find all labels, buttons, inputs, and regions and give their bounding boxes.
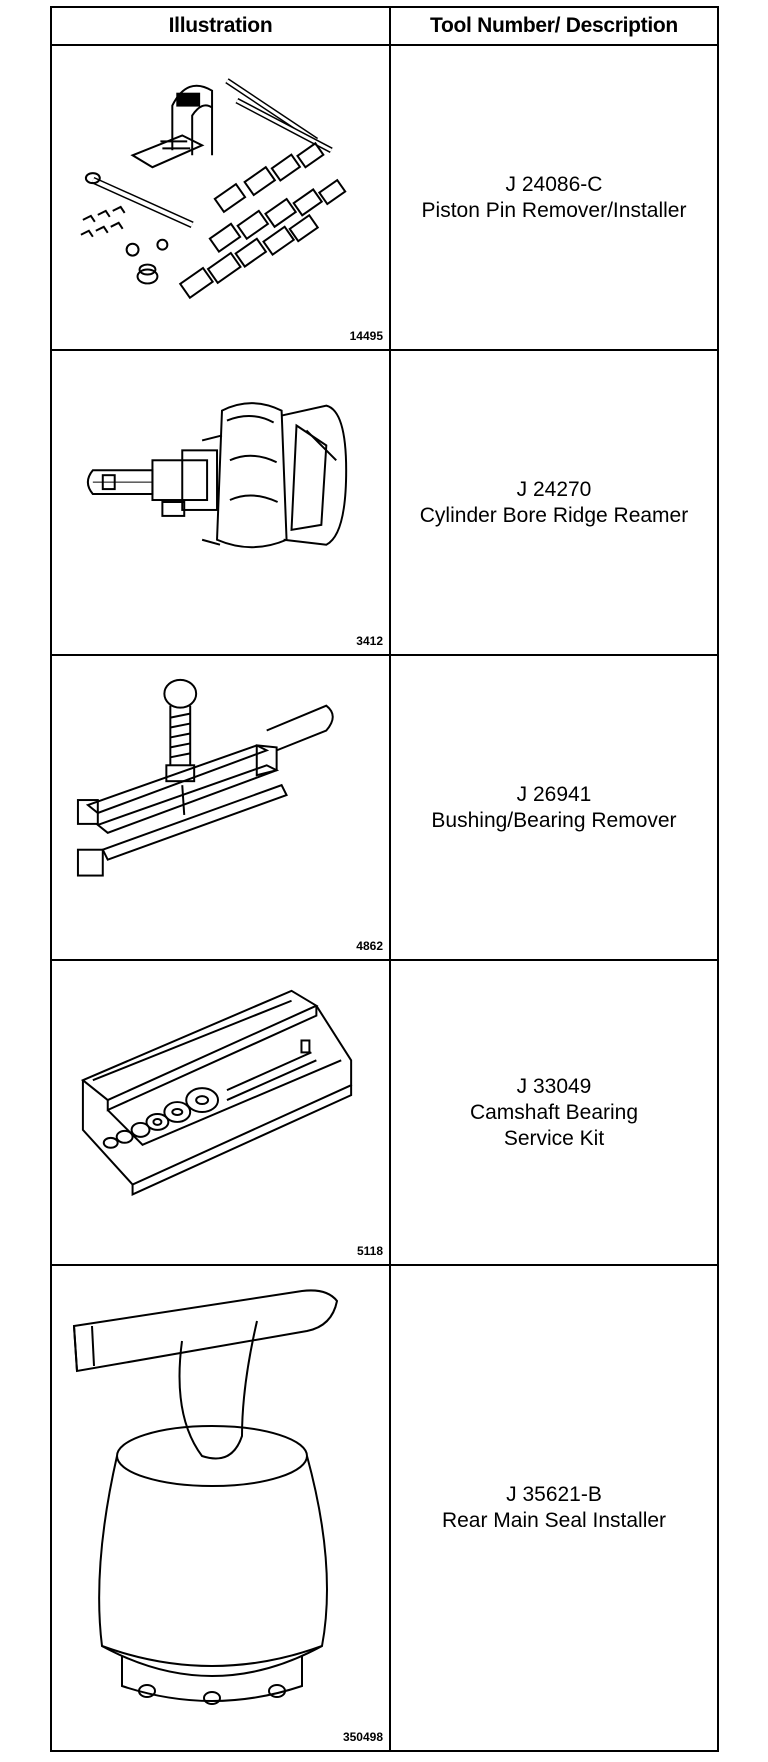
tool-number: J 26941: [516, 782, 592, 806]
header-illustration: Illustration: [168, 14, 273, 37]
tool-description: J 35621-B Rear Main Seal Installer: [391, 1266, 717, 1750]
tool-name: Piston Pin Remover/Installer: [421, 198, 687, 222]
seal-installer-icon: [72, 1289, 339, 1705]
tool-table: Illustration Tool Number/ Description: [50, 6, 719, 1752]
header-tool-description: Tool Number/ Description: [430, 14, 678, 37]
table-row: 4862 J 26941 Bushing/Bearing Remover: [52, 656, 717, 961]
tool-number: J 35621-B: [506, 1483, 602, 1506]
illustration-cell: 350498: [52, 1266, 389, 1750]
figure-number: 14495: [349, 329, 383, 343]
tool-name-line-1: Camshaft Bearing: [469, 1100, 639, 1124]
tool-name: Cylinder Bore Ridge Reamer: [419, 503, 689, 527]
column-divider: [389, 8, 391, 1750]
tool-description: J 26941 Bushing/Bearing Remover: [391, 656, 717, 959]
piston-pin-tool-kit-icon: [80, 78, 347, 300]
tool-number: J 24270: [516, 477, 592, 501]
table-row: 3412 J 24270 Cylinder Bore Ridge Reamer: [52, 351, 717, 656]
table-row: 14495 J 24086-C Piston Pin Remover/Insta…: [52, 46, 717, 351]
bushing-remover-icon: [76, 678, 334, 877]
table-row: 350498 J 35621-B Rear Main Seal Installe…: [52, 1266, 717, 1750]
tool-description: J 33049 Camshaft Bearing Service Kit: [391, 961, 717, 1264]
table-row: 5118 J 33049 Camshaft Bearing Service Ki…: [52, 961, 717, 1266]
illustration-cell: 5118: [52, 961, 389, 1264]
illustration-cell: 14495: [52, 46, 389, 349]
ridge-reamer-icon: [86, 402, 348, 549]
figure-number: 4862: [356, 939, 383, 953]
camshaft-bearing-kit-icon: [80, 989, 353, 1197]
figure-number: 3412: [356, 634, 383, 648]
tool-description: J 24270 Cylinder Bore Ridge Reamer: [391, 351, 717, 654]
figure-number: 5118: [356, 1244, 383, 1258]
tool-description: J 24086-C Piston Pin Remover/Installer: [391, 46, 717, 349]
illustration-cell: 3412: [52, 351, 389, 654]
tool-name: Bushing/Bearing Remover: [431, 808, 677, 832]
tool-number: J 33049: [516, 1074, 592, 1098]
tool-number: J 24086-C: [505, 172, 603, 196]
figure-number: 350498: [342, 1730, 383, 1744]
illustration-cell: 4862: [52, 656, 389, 959]
table-header: Illustration Tool Number/ Description: [52, 8, 717, 46]
tool-name: Rear Main Seal Installer: [441, 1509, 667, 1532]
tool-name-line-2: Service Kit: [503, 1126, 605, 1150]
